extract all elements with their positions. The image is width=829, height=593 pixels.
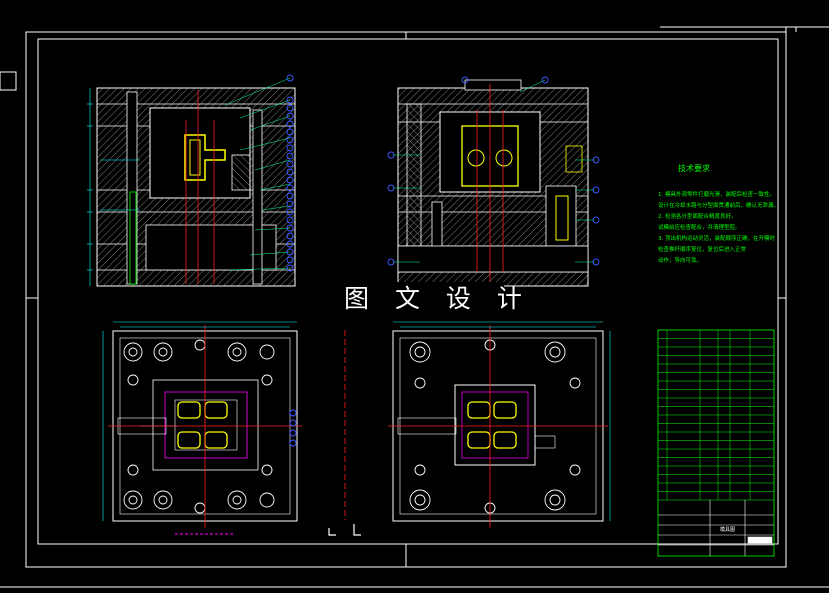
technical-note: 3. 顶出机构运动灵活，装配顺序正确，在开模时 bbox=[658, 236, 775, 242]
technical-note: 动作，导向可靠。 bbox=[658, 258, 703, 264]
side-section-view bbox=[387, 76, 600, 287]
moving-half-plan-view bbox=[102, 321, 302, 535]
sheet-corner-marks bbox=[0, 26, 829, 588]
fixed-half-plan-view bbox=[328, 321, 611, 536]
watermark-text: 图 文 设 计 bbox=[344, 282, 522, 316]
technical-note: 试模前应检查配合，并清理型腔。 bbox=[658, 225, 741, 231]
technical-requirements-title: 技术要求 bbox=[678, 164, 710, 173]
technical-note: 检查推杆顺序复位，复位后进入正常 bbox=[658, 247, 747, 253]
technical-notes: 1. 模具外观零件打磨光滑，装配后检查一致性。 设计在冷却水路与分型面贯通前后，… bbox=[658, 190, 788, 267]
technical-note: 2. 检测各分型面配合精度良好。 bbox=[658, 214, 737, 220]
technical-note: 设计在冷却水路与分型面贯通前后，确认无泄漏。 bbox=[658, 203, 780, 209]
bill-of-materials: 模具图 bbox=[657, 329, 775, 557]
title-block bbox=[658, 500, 774, 556]
title-block-name: 模具图 bbox=[720, 526, 735, 533]
main-section-view bbox=[87, 74, 296, 287]
sheet-border bbox=[25, 31, 787, 568]
technical-note: 1. 模具外观零件打磨光滑，装配后检查一致性。 bbox=[658, 192, 775, 198]
